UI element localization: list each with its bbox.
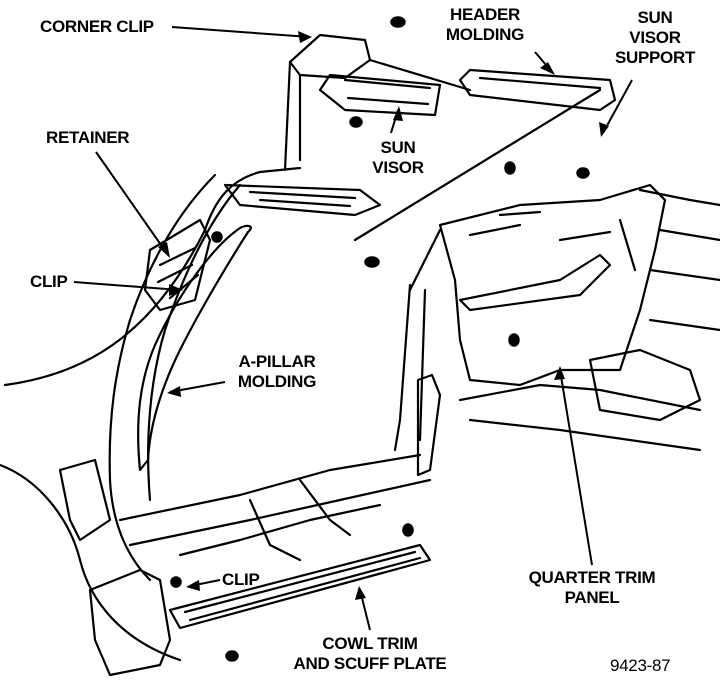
leader-quarter-trim (559, 369, 593, 566)
leader-corner-clip (171, 26, 311, 38)
label-a-pillar-molding: A-PILLAR MOLDING (237, 352, 317, 391)
a-pillar-molding-part (137, 224, 252, 472)
arrowhead (186, 580, 200, 591)
label-retainer: RETAINER (46, 128, 130, 147)
label-clip-lower: CLIP (222, 570, 260, 589)
label-corner-clip: CORNER CLIP (40, 17, 154, 36)
a-pillar-inner (147, 183, 242, 502)
cowl-panel (88, 568, 172, 677)
label-header-molding: HEADER MOLDING (445, 5, 525, 44)
door-sill (118, 453, 432, 547)
figure-number: 9423-87 (610, 656, 671, 675)
quarter-trim-panel-part (438, 183, 667, 387)
screw-icon (170, 576, 182, 588)
body-lower-curve (0, 463, 182, 662)
retainer-part (143, 218, 212, 312)
arrowhead (393, 106, 403, 121)
a-pillar-structure (108, 173, 217, 582)
screw-icon (225, 650, 239, 662)
screw-icon (349, 116, 363, 128)
screw-icon (390, 16, 406, 28)
cowl-scuff-plate-part (168, 543, 432, 630)
label-cowl-trim-scuff-plate: COWL TRIM AND SCUFF PLATE (293, 634, 447, 673)
label-clip-upper: CLIP (30, 272, 68, 291)
arrowhead (158, 242, 170, 258)
screw-icon (576, 167, 590, 179)
arrowhead (298, 31, 312, 43)
screw-icon (508, 333, 520, 347)
arrowhead (355, 586, 366, 600)
header-molding-part (458, 68, 617, 112)
arrowhead (540, 62, 555, 75)
arrowhead (554, 366, 565, 380)
screw-icon (402, 523, 414, 537)
arrowhead (169, 284, 183, 296)
b-pillar (393, 283, 427, 452)
screw-icon (504, 161, 516, 175)
seat (588, 348, 702, 422)
roof-bow (223, 183, 382, 217)
screw-icon (211, 231, 223, 243)
arrowhead (167, 386, 181, 397)
interior-floor (458, 383, 702, 452)
arrowhead (599, 122, 609, 137)
leader-retainer (95, 151, 169, 256)
label-sun-visor-support: SUN VISOR SUPPORT (614, 8, 696, 67)
leader-clip-upper (73, 281, 181, 291)
label-quarter-trim-panel: QUARTER TRIM PANEL (528, 568, 656, 607)
screw-icon (364, 256, 380, 268)
sun-visor-part (318, 73, 442, 117)
leader-sun-visor-support (602, 79, 633, 134)
body-outline (3, 166, 302, 387)
label-sun-visor: SUN VISOR (372, 138, 424, 177)
